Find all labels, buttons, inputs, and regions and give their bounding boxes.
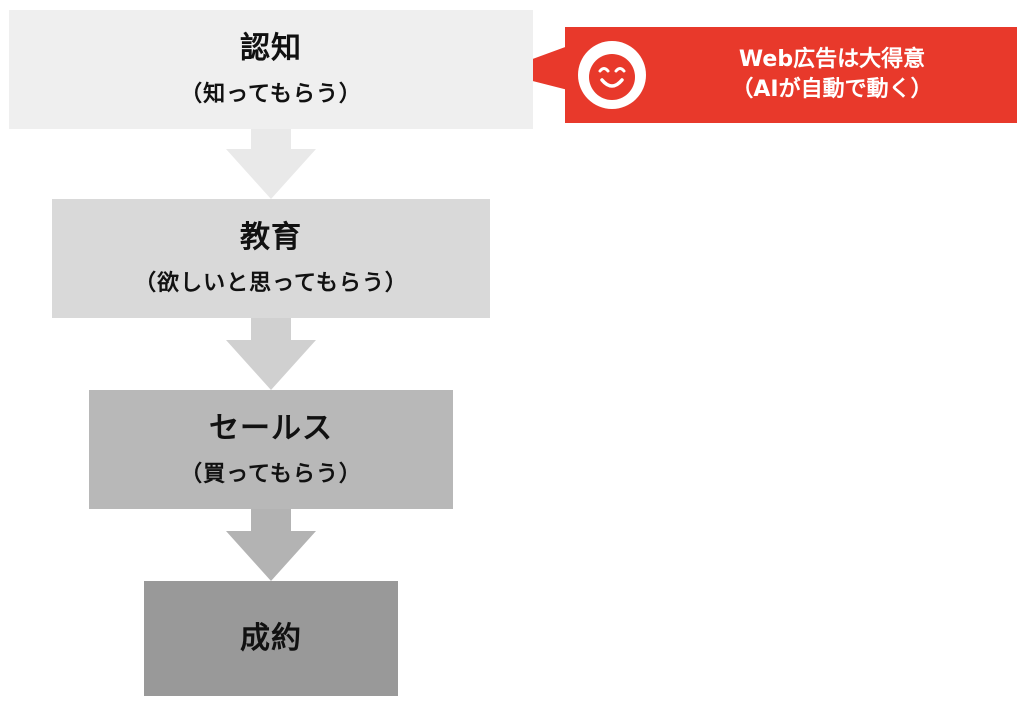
stage-sales-title: セールス [209,410,333,446]
down-arrow-icon [226,509,316,581]
stage-conversion: 成約 [144,581,398,696]
stage-education-subtitle: （欲しいと思ってもらう） [134,270,408,296]
stage-awareness-title: 認知 [240,30,302,66]
stage-awareness: 認知 （知ってもらう） [9,10,533,129]
stage-awareness-subtitle: （知ってもらう） [180,81,362,107]
down-arrow-icon [226,129,316,199]
stage-education-title: 教育 [240,219,302,255]
stage-conversion-title: 成約 [240,620,302,656]
callout-text: Web広告は大得意 （AIが自動で動く） [662,27,1002,123]
callout-line-2: （AIが自動で動く） [731,77,933,102]
stage-sales: セールス （買ってもらう） [89,390,453,509]
stage-sales-subtitle: （買ってもらう） [180,461,362,487]
stage-education: 教育 （欲しいと思ってもらう） [52,199,490,318]
callout-line-1: Web広告は大得意 [738,47,926,72]
down-arrow-icon [226,318,316,390]
smiley-face-icon [578,41,646,109]
